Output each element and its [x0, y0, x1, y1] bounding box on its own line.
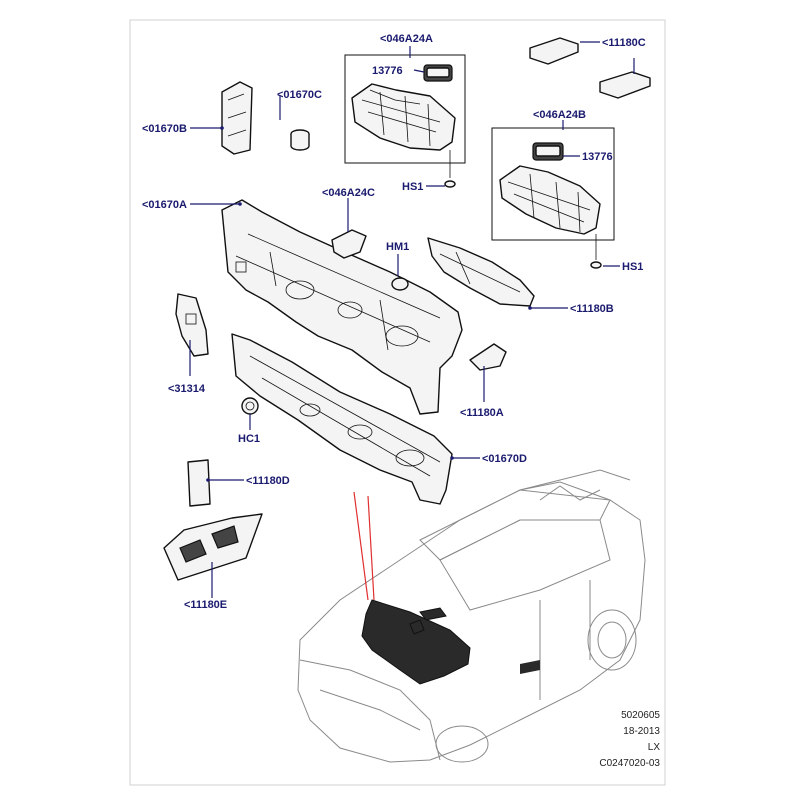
component-box-046A24B	[491, 127, 615, 241]
component-box-046A24A	[344, 54, 466, 164]
callout-11180D: <11180D	[246, 475, 290, 487]
part-11180A-drawing	[469, 343, 507, 371]
callout-13776-a: 13776	[372, 65, 403, 77]
part-13776-a-drawing	[423, 64, 453, 82]
part-01670D-drawing	[231, 333, 453, 505]
callout-HC1: HC1	[238, 433, 260, 445]
part-11180C-drawing	[529, 37, 651, 99]
part-046A24C-drawing	[331, 229, 367, 259]
vehicle-highlight-panel	[361, 599, 540, 685]
footer-reference: 5020605 18-2013 LX C0247020-03	[599, 710, 660, 769]
part-01670B-drawing	[221, 81, 253, 155]
leader-lines	[189, 41, 635, 598]
callout-01670C: <01670C	[277, 89, 322, 101]
callout-11180A: <11180A	[460, 407, 504, 419]
footer-line-2: 18-2013	[623, 726, 660, 737]
callout-13776-b: 13776	[582, 151, 613, 163]
callout-046A24C: <046A24C	[322, 187, 375, 199]
callout-046A24B: <046A24B	[533, 109, 586, 121]
part-01670C-drawing	[290, 129, 310, 151]
diagram-frame	[129, 19, 666, 786]
callout-11180C: <11180C	[602, 37, 646, 49]
footer-line-3: LX	[648, 742, 661, 753]
part-11180D-drawing	[187, 459, 211, 507]
part-01670A-drawing	[221, 199, 463, 415]
callout-31314: <31314	[168, 383, 206, 395]
part-11180E-drawing	[163, 513, 263, 581]
callout-HS1-b: HS1	[622, 261, 643, 273]
fastener-HS1-b	[590, 234, 602, 269]
callout-HM1: HM1	[386, 241, 409, 253]
vehicle-outline	[297, 469, 646, 763]
callout-01670A: <01670A	[142, 199, 187, 211]
callout-11180E: <11180E	[184, 599, 227, 611]
red-pointer-lines	[353, 491, 375, 601]
callout-HS1-a: HS1	[402, 181, 423, 193]
callout-labels: <046A24A 13776 HS1 <11180C <046A24B 1377…	[142, 33, 646, 611]
callout-01670B: <01670B	[142, 123, 187, 135]
part-31314-drawing	[175, 293, 209, 357]
part-HM1-drawing	[391, 277, 409, 291]
part-HC1-drawing	[241, 397, 259, 415]
callout-11180B: <11180B	[570, 303, 614, 315]
part-13776-b-drawing	[532, 142, 564, 161]
fastener-HS1-a	[444, 150, 456, 188]
callout-01670D: <01670D	[482, 453, 527, 465]
callout-046A24A: <046A24A	[380, 33, 433, 45]
footer-line-1: 5020605	[621, 710, 660, 721]
footer-line-4: C0247020-03	[599, 758, 660, 769]
part-11180B-drawing	[427, 237, 535, 307]
